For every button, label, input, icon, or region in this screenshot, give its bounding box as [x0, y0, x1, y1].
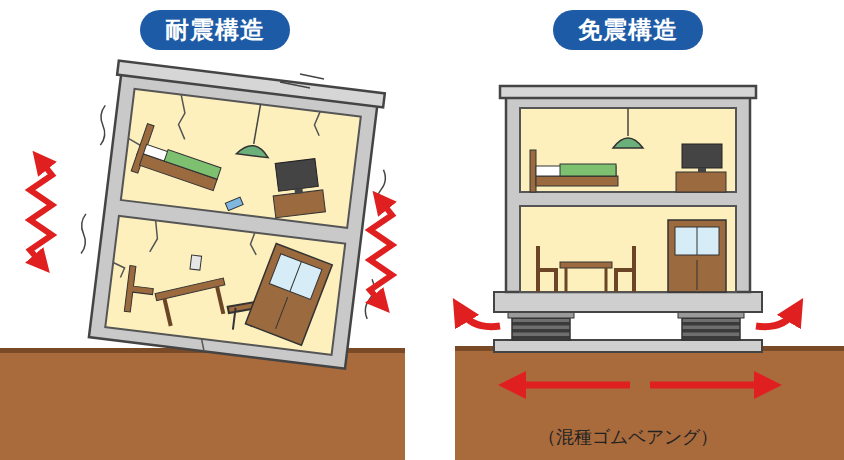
- quake-resistant-building: [68, 59, 398, 371]
- sway-arrow: [460, 310, 500, 327]
- sway-arrow: [756, 310, 796, 327]
- title-text: 耐震構造: [165, 14, 265, 46]
- title-pill: 免震構造: [553, 10, 703, 50]
- caption-label: （混種ゴムベアング）: [538, 425, 718, 449]
- ground: [455, 348, 844, 460]
- title-pill: 耐震構造: [140, 10, 290, 50]
- rubber-bearing: [508, 312, 744, 340]
- shake-arrow: [30, 160, 52, 264]
- ground-motion-arrow: [512, 382, 630, 389]
- title-text: 免震構造: [578, 14, 678, 46]
- ground-motion-arrow: [650, 382, 768, 389]
- foundation: [494, 340, 762, 352]
- isolated-building: [494, 86, 762, 312]
- shake-arrow: [370, 200, 392, 304]
